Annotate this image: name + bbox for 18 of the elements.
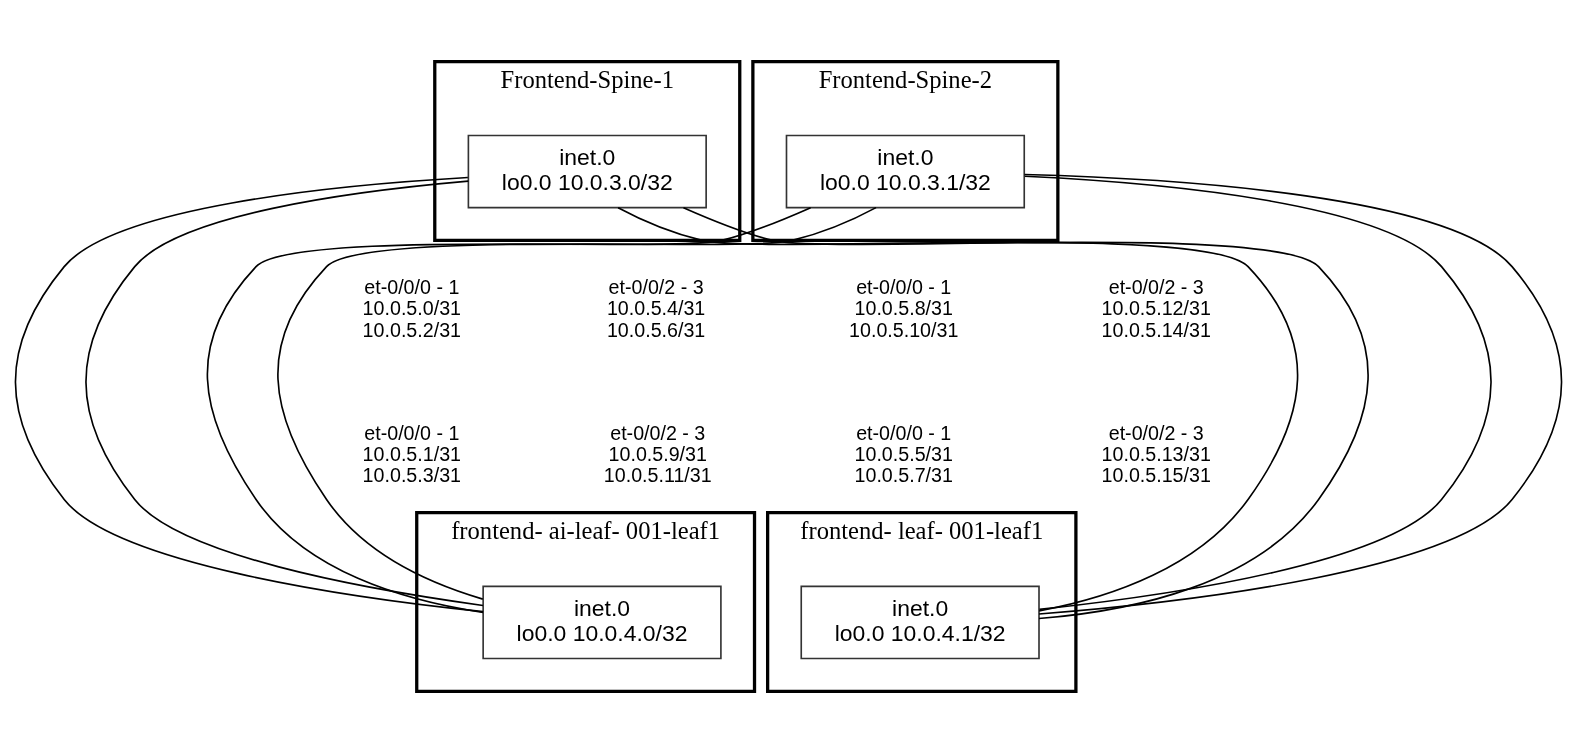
connector	[14, 176, 484, 612]
node-box: inet.0 lo0.0 10.0.3.0/32	[467, 134, 707, 208]
connector	[277, 206, 877, 600]
connector	[617, 206, 1299, 612]
label: et-0/0/2 - 3 10.0.5.12/31 10.0.5.14/31	[1101, 275, 1211, 340]
label: et-0/0/0 - 1 10.0.5.8/31 10.0.5.10/31	[849, 275, 959, 340]
node-box: inet.0 lo0.0 10.0.3.1/32	[785, 134, 1026, 208]
label: et-0/0/0 - 1 10.0.5.0/31 10.0.5.2/31	[362, 275, 462, 340]
connector	[682, 206, 1369, 619]
label: et-0/0/2 - 3 10.0.5.9/31 10.0.5.11/31	[603, 421, 712, 486]
connector	[206, 206, 812, 613]
node-box: inet.0 lo0.0 10.0.4.0/32	[482, 585, 722, 659]
label: et-0/0/2 - 3 10.0.5.4/31 10.0.5.6/31	[606, 275, 706, 340]
node-box: inet.0 lo0.0 10.0.4.1/32	[800, 585, 1040, 659]
connector	[85, 179, 484, 606]
label: et-0/0/0 - 1 10.0.5.1/31 10.0.5.3/31	[362, 421, 462, 486]
label: et-0/0/0 - 1 10.0.5.5/31 10.0.5.7/31	[854, 421, 953, 486]
label: et-0/0/2 - 3 10.0.5.13/31 10.0.5.15/31	[1101, 421, 1211, 486]
